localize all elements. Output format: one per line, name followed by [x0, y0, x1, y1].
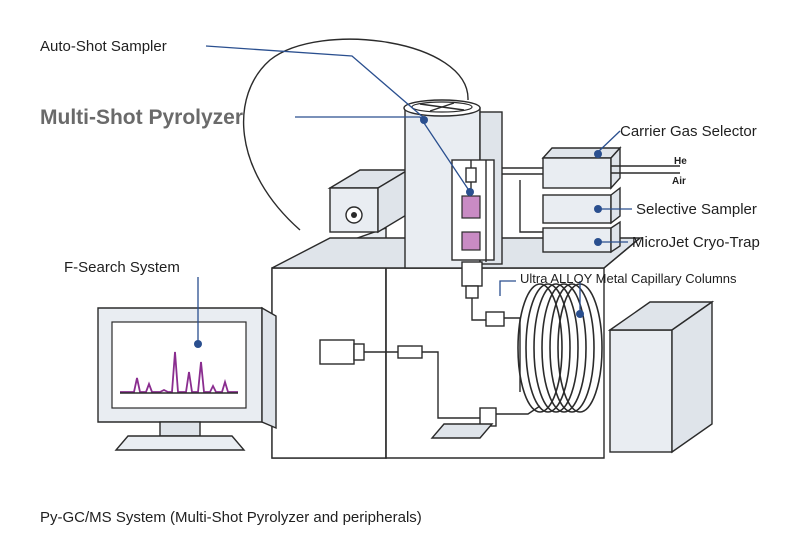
sampler-cable — [242, 38, 469, 231]
leader-auto-shot-sampler — [205, 45, 425, 119]
ms-cabinet — [607, 300, 715, 454]
label-ultra-alloy-columns: Ultra ALLOY Metal Capillary Columns — [520, 271, 737, 286]
leaders — [194, 45, 632, 348]
detector-box — [327, 168, 411, 234]
leader-ultra-alloy — [499, 280, 516, 296]
capillary-column — [517, 283, 603, 413]
figure-caption: Py-GC/MS System (Multi-Shot Pyrolyzer an… — [40, 509, 422, 526]
oven-plumbing — [319, 298, 541, 439]
label-selective-sampler: Selective Sampler — [636, 201, 757, 218]
label-multi-shot-pyrolyzer: Multi-Shot Pyrolyzer — [40, 106, 243, 129]
leader-multi-shot-pyrolyzer — [295, 116, 471, 193]
label-air: Air — [672, 176, 686, 187]
valve-modules — [502, 146, 680, 254]
leader-carrier-gas-selector — [597, 130, 621, 153]
chromatogram-trace — [120, 351, 238, 393]
label-microjet-cryo-trap: MicroJet Cryo-Trap — [632, 234, 760, 251]
label-f-search-system: F-Search System — [64, 259, 180, 276]
label-auto-shot-sampler: Auto-Shot Sampler — [40, 38, 167, 55]
monitor — [97, 306, 277, 451]
label-he: He — [674, 156, 687, 167]
label-carrier-gas-selector: Carrier Gas Selector — [620, 123, 757, 140]
